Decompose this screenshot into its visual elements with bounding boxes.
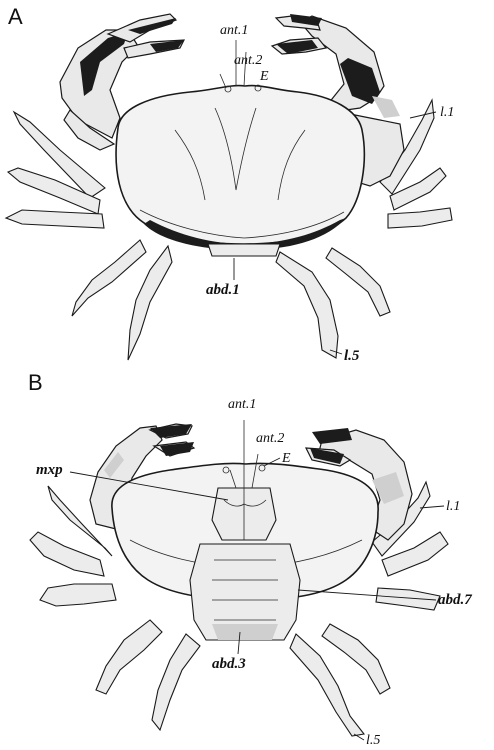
label-a-l1: l.1 — [440, 105, 454, 120]
label-b-l1: l.1 — [446, 499, 460, 514]
label-a-abd1: abd.1 — [206, 282, 240, 298]
label-b-ant2: ant.2 — [256, 431, 284, 446]
label-a-l5: l.5 — [344, 348, 360, 364]
label-a-e: E — [259, 69, 269, 84]
panel-a: A — [6, 4, 454, 364]
label-b-l5: l.5 — [366, 733, 380, 748]
crab-a-illustration — [6, 14, 452, 360]
panel-b: B — [28, 370, 472, 748]
label-a-ant2: ant.2 — [234, 53, 262, 68]
label-a-ant1: ant.1 — [220, 23, 248, 38]
label-b-abd7: abd.7 — [438, 592, 472, 608]
panel-a-letter: A — [8, 4, 23, 29]
label-b-mxp: mxp — [36, 462, 63, 478]
crab-b-illustration — [30, 420, 448, 736]
label-b-e: E — [281, 451, 291, 466]
panel-b-letter: B — [28, 370, 43, 395]
label-b-ant1: ant.1 — [228, 397, 256, 412]
label-b-abd3: abd.3 — [212, 656, 246, 672]
